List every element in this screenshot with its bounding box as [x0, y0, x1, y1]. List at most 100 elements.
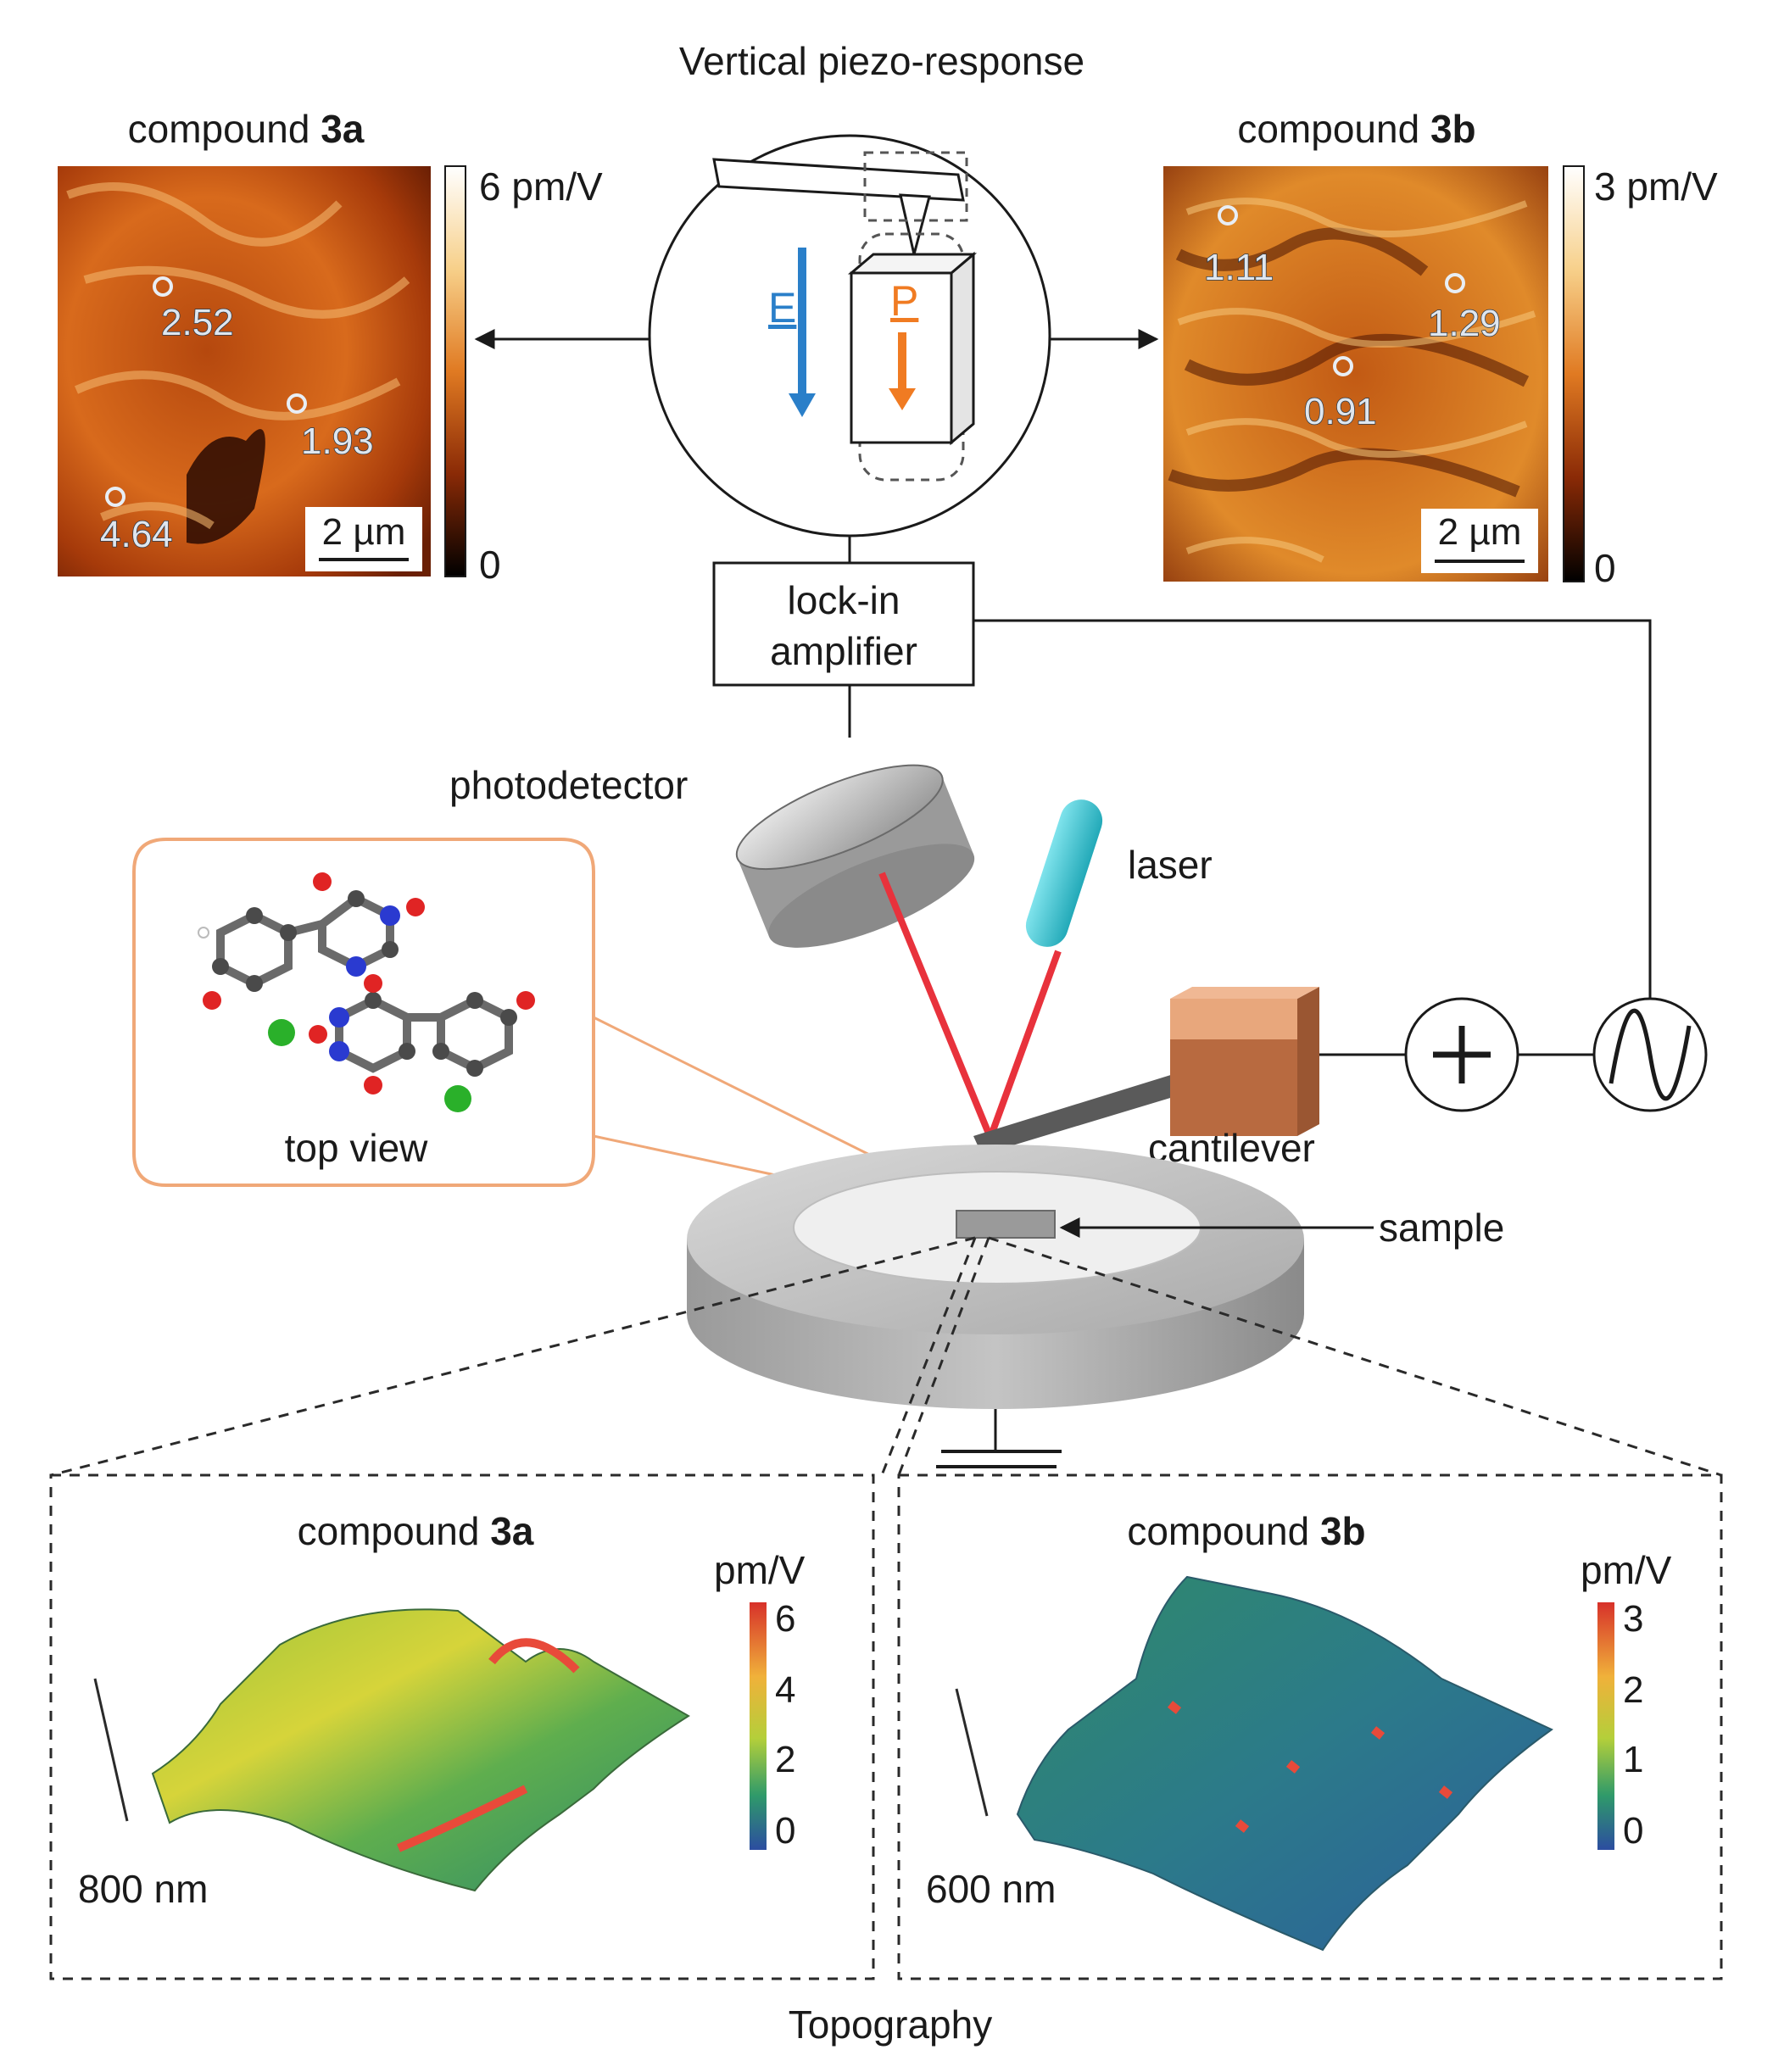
- scalebar-label-3a: 2 µm: [322, 511, 406, 553]
- point-marker-3a-2: [287, 393, 307, 414]
- laser-body: [1025, 799, 1103, 947]
- point-marker-3b-3: [1333, 356, 1353, 376]
- crystal-side: [950, 251, 975, 446]
- topo-frame-3a: [49, 1473, 875, 1980]
- point-marker-3a-3: [105, 487, 125, 507]
- topo-panel-3a: compound 3a 800 nm pm/V 6 4 2 0: [78, 1509, 806, 1911]
- laser-label: laser: [1128, 843, 1213, 887]
- summing-node: [1404, 997, 1519, 1112]
- topo-surface-3a: [151, 1608, 690, 1892]
- laser-beam-incident: [987, 950, 1062, 1139]
- panel-3b-prefix: compound: [1237, 107, 1419, 151]
- crystal-top: [847, 253, 978, 275]
- molecule-lower: [309, 974, 535, 1112]
- polarization-label: P: [890, 277, 918, 325]
- topo-3b-title: compound 3b: [1127, 1509, 1365, 1553]
- lockin-amplifier: lock-in amplifier: [712, 561, 975, 687]
- callout-box: [132, 838, 595, 1187]
- photodetector: photodetector: [449, 763, 975, 948]
- piezo-schematic: E P: [474, 134, 1159, 537]
- panel-3a-title: compound 3a: [128, 107, 365, 151]
- laser: laser: [1025, 799, 1213, 947]
- top-view-label: top view: [285, 1126, 429, 1170]
- cantilever-block-side: [1297, 987, 1319, 1136]
- panel-3a-id: 3a: [321, 107, 365, 151]
- topo-3b-tick-3: 0: [1623, 1810, 1643, 1852]
- topo-spots-3b: [1167, 1701, 1453, 1833]
- projection-lines: [50, 1236, 1722, 1477]
- footer-label: Topography: [789, 2002, 992, 2047]
- topo-3b-prefix: compound: [1127, 1509, 1309, 1553]
- sine-wave-icon: [1609, 1008, 1692, 1101]
- sample-stage: [687, 1145, 1304, 1468]
- bright-texture-3b: [1177, 198, 1536, 563]
- point-marker-3b-1: [1218, 205, 1238, 226]
- scalebar-label-3b: 2 µm: [1438, 511, 1522, 553]
- sample-chip: [956, 1210, 1056, 1239]
- height-scale-line-3b: [955, 1688, 989, 1817]
- molecule-upper: [198, 872, 425, 1046]
- colorbar-3a: [444, 165, 466, 577]
- laser-beam-reflected: [878, 872, 994, 1139]
- colorbar-max-3a: 6 pm/V: [479, 164, 603, 209]
- topo-surface-3b: [1016, 1575, 1553, 1952]
- schematic-circle: [648, 134, 1051, 537]
- ac-source: [1592, 997, 1708, 1112]
- topo-colorbar-3a: [750, 1602, 767, 1850]
- point-value-3b-1: 1.11: [1204, 247, 1274, 288]
- photodetector-bottom: [768, 844, 975, 948]
- topo-3a-prefix: compound: [298, 1509, 480, 1553]
- figure-title: Vertical piezo-response: [679, 39, 1084, 83]
- colorbar-3b: [1563, 165, 1585, 582]
- wire-lockin-to-source: [973, 619, 1652, 1002]
- height-scale-3b: 600 nm: [926, 1867, 1056, 1911]
- point-value-3a-1: 2.52: [161, 302, 234, 343]
- cantilever-beam: [973, 1070, 1196, 1155]
- topo-3a-tick-1: 4: [775, 1669, 795, 1711]
- lockin-box: [712, 561, 975, 687]
- colorbar-min-3a: 0: [479, 543, 501, 587]
- topo-ridge-3a: [397, 1638, 580, 1852]
- afm-panel-3b: compound 3b 1.11 1.29 0.91 2 µm 3 pm/V 0: [1163, 107, 1718, 590]
- field-arrowhead: [789, 393, 816, 417]
- topo-3a-id: 3a: [490, 1509, 534, 1553]
- topo-3b-tick-2: 1: [1623, 1739, 1643, 1780]
- panel-3b-id: 3b: [1430, 107, 1476, 151]
- schematic-tip: [899, 193, 931, 255]
- point-marker-3a-1: [153, 276, 173, 297]
- photodetector-face: [735, 764, 944, 871]
- point-marker-3b-2: [1445, 273, 1465, 293]
- topo-colorbar-3b: [1597, 1602, 1614, 1850]
- topo-3a-tick-3: 0: [775, 1810, 795, 1852]
- height-scale-line-3a: [93, 1678, 129, 1822]
- sample-label: sample: [1379, 1206, 1504, 1250]
- topo-3a-tick-2: 2: [775, 1739, 795, 1780]
- topo-panel-3b: compound 3b 600 nm pm/V 3 2 1 0: [926, 1509, 1672, 1952]
- field-label: E: [768, 284, 796, 331]
- panel-3b-title: compound 3b: [1237, 107, 1475, 151]
- point-value-3a-3: 4.64: [100, 514, 173, 555]
- dark-region-3a: [187, 429, 265, 544]
- colorbar-min-3b: 0: [1594, 546, 1616, 590]
- topo-3b-tick-0: 3: [1623, 1598, 1643, 1640]
- lockin-line1: lock-in: [788, 578, 900, 622]
- cantilever-block-top-right: [1170, 987, 1319, 999]
- topo-3a-unit: pm/V: [714, 1548, 806, 1592]
- point-value-3a-2: 1.93: [301, 421, 374, 462]
- topo-3a-tick-0: 6: [775, 1598, 795, 1640]
- panel-3a-prefix: compound: [128, 107, 310, 151]
- photodetector-label: photodetector: [449, 763, 688, 807]
- cantilever-block-front: [1170, 1034, 1297, 1136]
- topo-3b-tick-1: 2: [1623, 1669, 1643, 1711]
- afm-panel-3a: compound 3a 2.52 1.93 4.64 2 µm 6 pm/V 0: [58, 107, 603, 587]
- schematic-cantilever: [712, 158, 965, 202]
- lockin-line2: amplifier: [770, 629, 917, 673]
- bright-texture-3a: [66, 182, 410, 530]
- height-scale-3a: 800 nm: [78, 1867, 208, 1911]
- cantilever-block-top: [1170, 999, 1297, 1039]
- photodetector-body: [737, 776, 974, 938]
- topo-3b-unit: pm/V: [1581, 1548, 1672, 1592]
- colorbar-max-3b: 3 pm/V: [1594, 164, 1718, 209]
- molecule-callout: top view: [132, 838, 990, 1223]
